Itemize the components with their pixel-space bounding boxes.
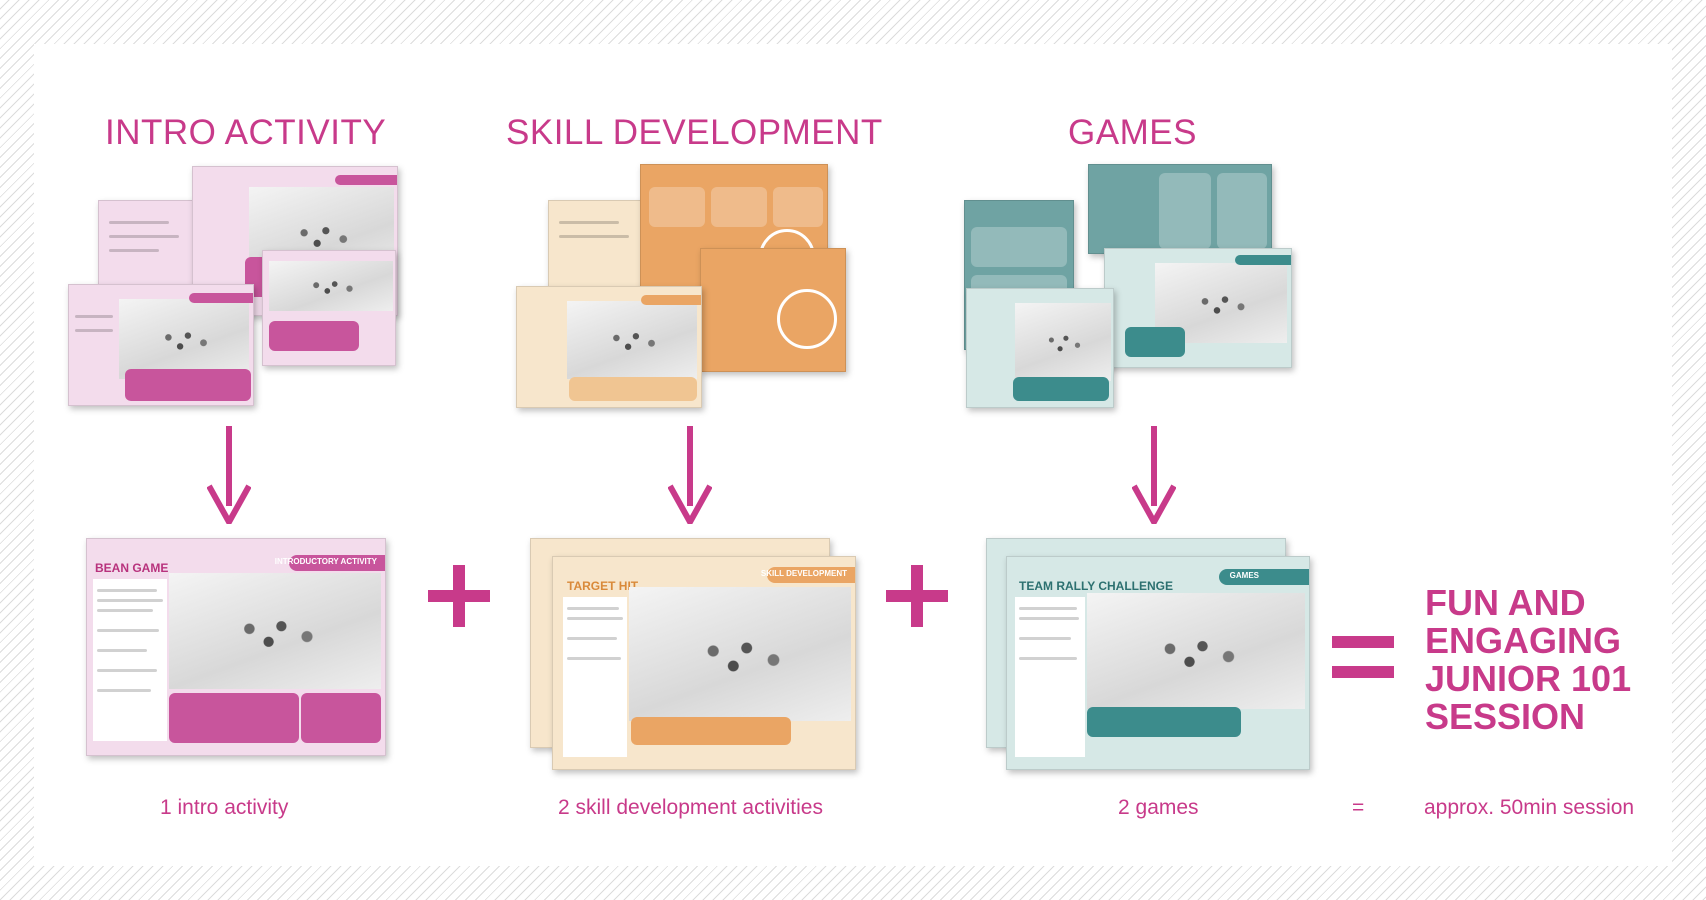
intro-card-title: BEAN GAME (95, 561, 169, 575)
heading-skill-development: SKILL DEVELOPMENT (506, 113, 883, 152)
caption-session: approx. 50min session (1424, 796, 1635, 819)
heading-intro-activity: INTRO ACTIVITY (105, 113, 387, 152)
intro-stack-card-front (68, 284, 254, 406)
games-card-title: TEAM RALLY CHALLENGE (1019, 579, 1174, 593)
heading-games: GAMES (1068, 113, 1197, 152)
intro-stack-card-right (262, 250, 396, 366)
caption-skill: 2 skill development activities (558, 796, 823, 819)
equals-icon (1332, 636, 1394, 678)
skill-stack-card-front (516, 286, 702, 408)
caption-equals: = (1352, 796, 1365, 819)
plus-icon (886, 565, 948, 627)
intro-detail-card: BEAN GAME INTRODUCTORY ACTIVITY (86, 538, 386, 756)
plus-icon (428, 565, 490, 627)
down-arrow-icon (207, 426, 251, 524)
games-card-tag: GAMES (1229, 571, 1259, 580)
skill-detail-card: TARGET HIT SKILL DEVELOPMENT (552, 556, 856, 770)
result-text: FUN AND ENGAGING JUNIOR 101 SESSION (1425, 582, 1632, 737)
skill-stack-card-right (700, 248, 846, 372)
caption-games: 2 games (1118, 796, 1199, 819)
skill-card-tag: SKILL DEVELOPMENT (760, 569, 847, 578)
down-arrow-icon (668, 426, 712, 524)
games-stack-card-back (1088, 164, 1272, 254)
down-arrow-icon (1132, 426, 1176, 524)
skill-card-title: TARGET HIT (567, 579, 639, 593)
intro-card-tag: INTRODUCTORY ACTIVITY (274, 557, 377, 566)
games-detail-card: TEAM RALLY CHALLENGE GAMES (1006, 556, 1310, 770)
games-stack-card-right (1104, 248, 1292, 368)
games-stack-card-front (966, 288, 1114, 408)
caption-intro: 1 intro activity (160, 796, 289, 819)
